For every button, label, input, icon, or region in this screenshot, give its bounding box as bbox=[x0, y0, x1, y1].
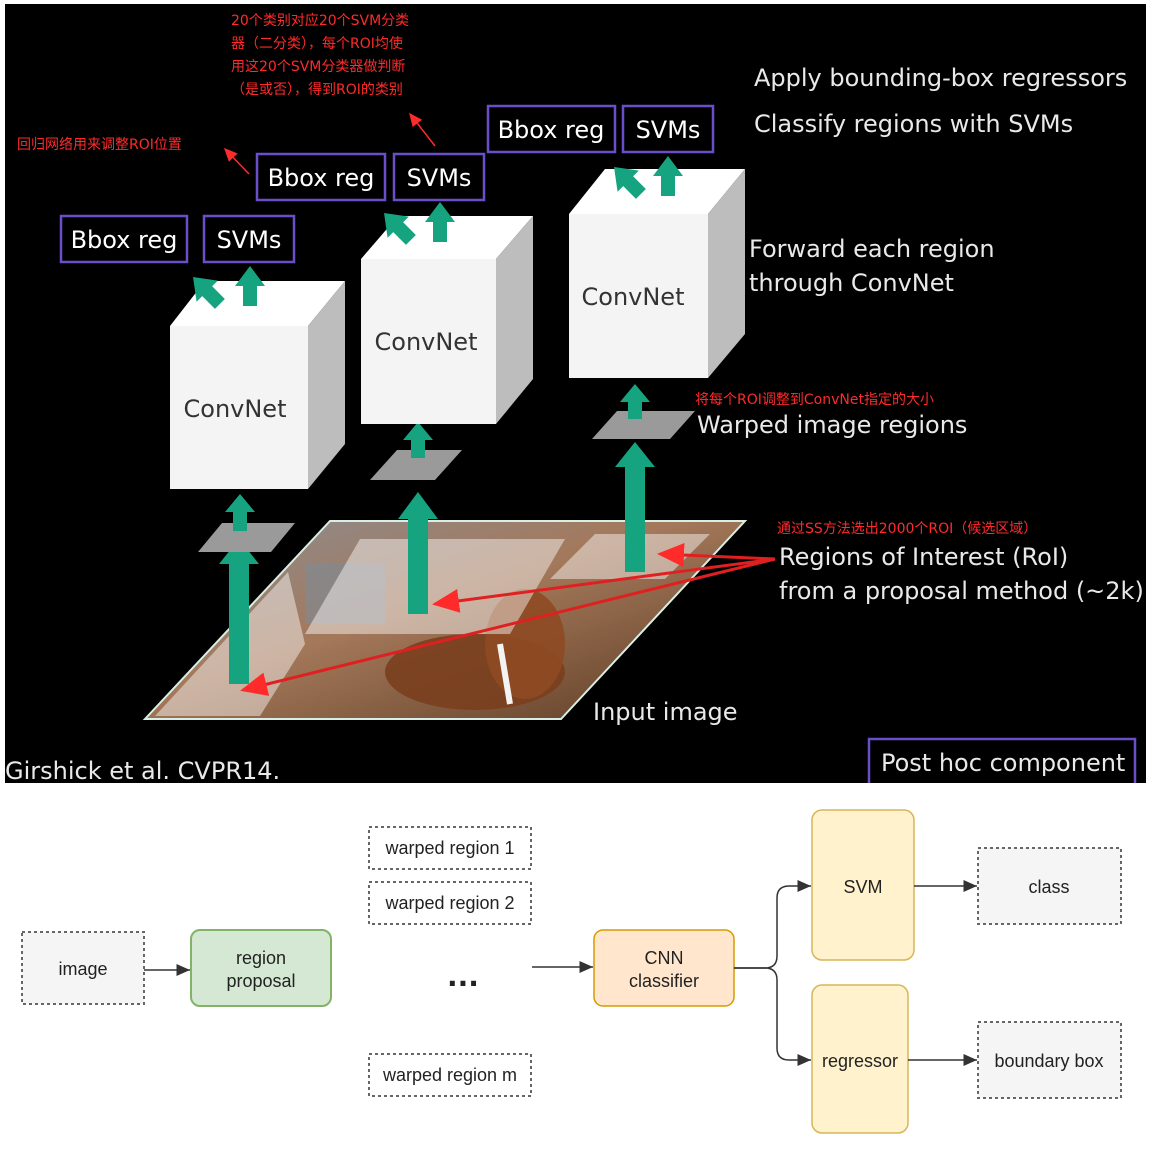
roi-line-1: Regions of Interest (RoI) bbox=[779, 543, 1068, 571]
convnet-label-1: ConvNet bbox=[184, 395, 287, 423]
svg-text:回归网络用来调整ROI位置: 回归网络用来调整ROI位置 bbox=[17, 136, 182, 153]
post-hoc-label: Post hoc component bbox=[881, 749, 1125, 777]
svm-label: SVM bbox=[843, 877, 882, 897]
warped-region-2-label: warped region 2 bbox=[384, 893, 514, 913]
up-arrow-icon bbox=[408, 514, 428, 614]
svms-label-1: SVMs bbox=[217, 226, 282, 254]
bbox-reg-box-1 bbox=[59, 214, 189, 264]
ss-annotation: 通过SS方法选出2000个ROI（候选区域） bbox=[777, 521, 1037, 537]
cnn-label-1: CNN bbox=[645, 948, 684, 968]
svm-node bbox=[811, 809, 915, 961]
bbox-reg-box-2 bbox=[255, 152, 387, 202]
image-node bbox=[21, 931, 145, 1005]
convnet-cube-1 bbox=[170, 326, 308, 489]
network-column-3: ConvNet Bbox reg SVMs bbox=[486, 104, 745, 572]
svms-box-3 bbox=[621, 104, 715, 154]
bbox-reg-label-1: Bbox reg bbox=[71, 226, 178, 254]
input-image-label: Input image bbox=[593, 698, 738, 726]
ellipsis-label: ... bbox=[447, 960, 479, 993]
svms-box-1 bbox=[202, 214, 296, 264]
rcnn-flowchart: image region proposal warped region 1 wa… bbox=[0, 790, 1150, 1148]
header-line-1: Apply bounding-box regressors bbox=[754, 64, 1127, 92]
svm-annotation: 20个类别对应20个SVM分类 器（二分类），每个ROI均使 用这20个SVM分… bbox=[231, 12, 436, 147]
svg-text:（是或否），得到ROI的类别: （是或否），得到ROI的类别 bbox=[231, 81, 403, 98]
network-column-1: ConvNet Bbox reg SVMs bbox=[59, 214, 345, 684]
svg-text:器（二分类），每个ROI均使: 器（二分类），每个ROI均使 bbox=[231, 35, 403, 52]
regressor-node bbox=[811, 984, 909, 1134]
roi-pointer-lines bbox=[240, 543, 776, 696]
convnet-cube-3 bbox=[569, 214, 708, 378]
rcnn-slide-figure: ConvNet Bbox reg SVMs ConvNet Bbox reg S… bbox=[5, 12, 1144, 783]
bbox-annotation: 回归网络用来调整ROI位置 bbox=[17, 136, 250, 175]
image-label: image bbox=[58, 959, 107, 979]
convnet-label-3: ConvNet bbox=[582, 283, 685, 311]
roi-region-2 bbox=[305, 539, 565, 634]
header-line-2: Classify regions with SVMs bbox=[754, 110, 1073, 138]
warped-region-2-node bbox=[368, 881, 532, 925]
regressor-label: regressor bbox=[822, 1051, 898, 1071]
forward-line-2: through ConvNet bbox=[749, 269, 954, 297]
warped-region-1-node bbox=[368, 826, 532, 870]
convnet-label-2: ConvNet bbox=[375, 328, 478, 356]
flowchart-figure: image region proposal warped region 1 wa… bbox=[21, 809, 1122, 1134]
region-proposal-label-1: region bbox=[236, 948, 286, 968]
cnn-classifier-node bbox=[593, 929, 735, 1007]
class-label: class bbox=[1028, 877, 1069, 897]
svms-box-2 bbox=[392, 152, 486, 202]
warped-patch-3 bbox=[592, 411, 695, 439]
boundary-box-node bbox=[977, 1021, 1122, 1099]
warped-region-m-node bbox=[368, 1053, 532, 1097]
svms-label-3: SVMs bbox=[636, 116, 701, 144]
warped-region-1-label: warped region 1 bbox=[384, 838, 514, 858]
bbox-reg-label-3: Bbox reg bbox=[498, 116, 605, 144]
svg-text:用这20个SVM分类器做判断: 用这20个SVM分类器做判断 bbox=[231, 58, 405, 75]
cnn-label-2: classifier bbox=[629, 971, 699, 991]
svms-label-2: SVMs bbox=[407, 164, 472, 192]
warped-patch-2 bbox=[370, 450, 462, 480]
bbox-reg-box-3 bbox=[486, 104, 617, 154]
warped-region-m-label: warped region m bbox=[382, 1065, 517, 1085]
up-arrow-icon bbox=[229, 559, 249, 684]
citation: Girshick et al. CVPR14. bbox=[5, 757, 280, 783]
warped-label: Warped image regions bbox=[697, 411, 967, 439]
roi-line-2: from a proposal method (~2k) bbox=[779, 577, 1144, 605]
network-column-2: ConvNet Bbox reg SVMs bbox=[255, 152, 533, 614]
boundary-box-label: boundary box bbox=[994, 1051, 1103, 1071]
rcnn-slide: ConvNet Bbox reg SVMs ConvNet Bbox reg S… bbox=[5, 4, 1146, 783]
region-proposal-label-2: proposal bbox=[226, 971, 295, 991]
svg-text:20个类别对应20个SVM分类: 20个类别对应20个SVM分类 bbox=[231, 12, 409, 29]
up-arrow-icon bbox=[625, 462, 645, 572]
convnet-cube-2 bbox=[361, 259, 496, 424]
warped-patch-1 bbox=[198, 523, 295, 552]
resize-annotation: 将每个ROI调整到ConvNet指定的大小 bbox=[695, 392, 934, 408]
region-proposal-node bbox=[190, 929, 332, 1007]
class-node bbox=[977, 847, 1122, 925]
forward-line-1: Forward each region bbox=[749, 235, 995, 263]
bbox-reg-label-2: Bbox reg bbox=[268, 164, 375, 192]
post-hoc-box bbox=[867, 737, 1137, 783]
